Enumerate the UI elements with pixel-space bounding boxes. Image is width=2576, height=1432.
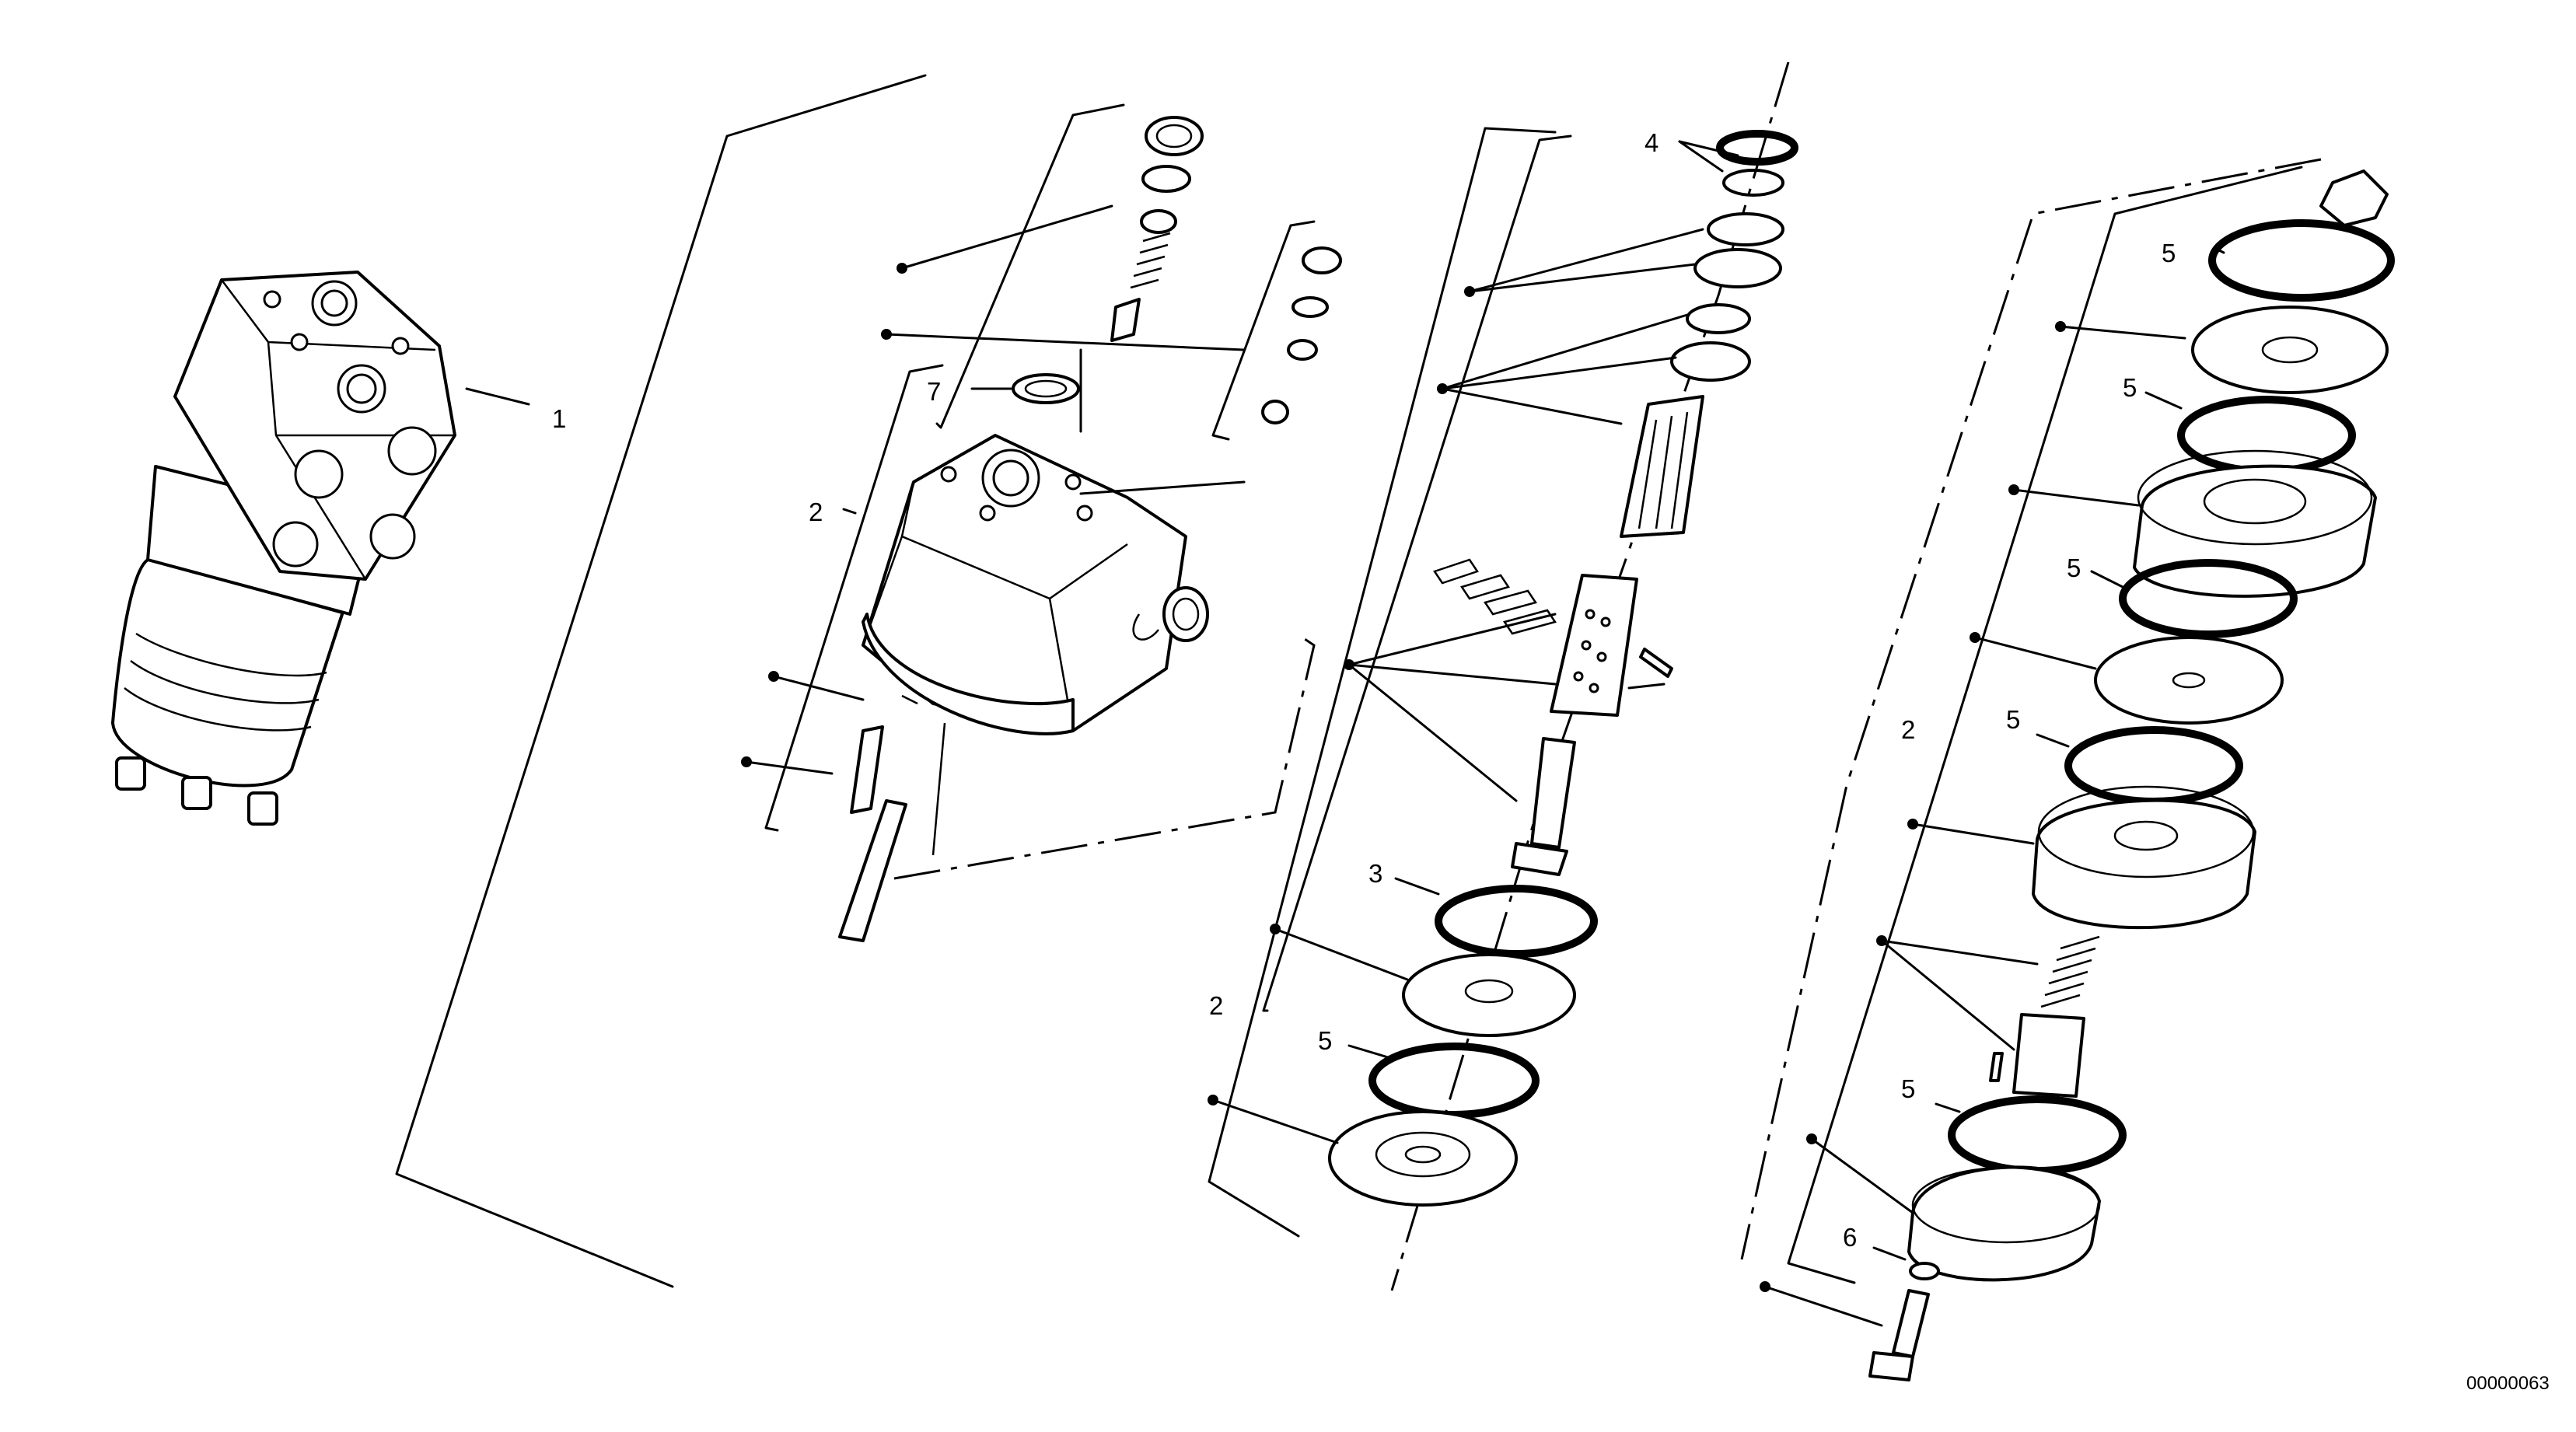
- label-5-top: 5: [2162, 239, 2176, 267]
- label-2-middle: 2: [1209, 991, 1223, 1020]
- drawing-code: 00000063: [2466, 1373, 2550, 1394]
- spool-sleeve-group: [1208, 130, 1798, 1207]
- group-brackets: [395, 61, 2322, 1291]
- label-2-housing: 2: [809, 498, 823, 526]
- label-5-third: 5: [2067, 554, 2081, 582]
- label-2-right: 2: [1901, 715, 1915, 744]
- gear-set-group: [1760, 169, 2395, 1381]
- housing-assembly: [741, 116, 1342, 942]
- label-5-middle: 5: [1318, 1026, 1332, 1055]
- label-5-second: 5: [2123, 373, 2137, 402]
- label-6: 6: [1843, 1223, 1857, 1252]
- label-5-fourth: 5: [2006, 705, 2020, 734]
- label-1: 1: [552, 404, 566, 433]
- label-4: 4: [1645, 128, 1658, 157]
- label-3: 3: [1368, 859, 1382, 888]
- steering-unit-assembly: [111, 271, 530, 826]
- label-7: 7: [927, 377, 941, 406]
- item-labels: 1 2 7 4 3 2 5 5 5 5 5 2 5 6: [552, 128, 2176, 1252]
- label-5-fifth: 5: [1901, 1074, 1915, 1103]
